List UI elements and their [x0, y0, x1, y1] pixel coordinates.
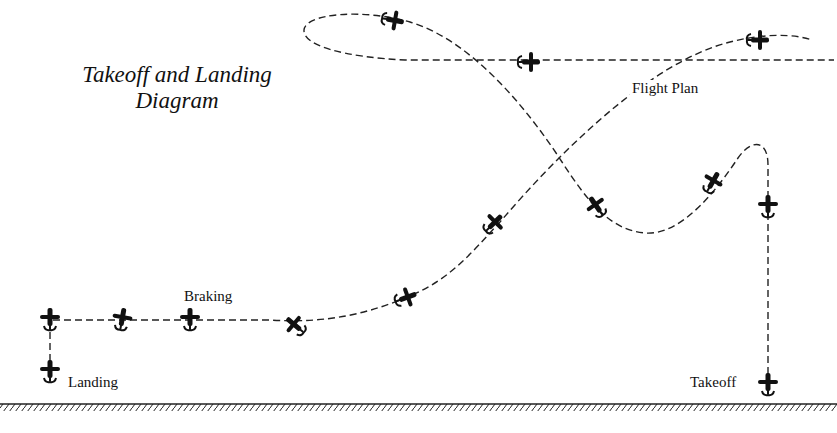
- aircraft-icon: [700, 169, 725, 196]
- path-label: Braking: [182, 288, 234, 305]
- aircraft-icon: [42, 360, 58, 382]
- path-label: Takeoff: [688, 374, 738, 391]
- aircraft-icon: [282, 312, 309, 339]
- aircraft-icon: [747, 32, 769, 48]
- ground-hatching: [0, 404, 837, 411]
- aircraft-icon: [584, 193, 610, 220]
- path-label: Landing: [66, 374, 120, 391]
- aircraft-icons: [42, 10, 776, 395]
- aircraft-icon: [42, 308, 58, 330]
- aircraft-icon: [760, 373, 776, 395]
- path-label: Flight Plan: [630, 80, 700, 97]
- aircraft-icon: [760, 195, 776, 217]
- landing-flight-path: [50, 35, 812, 372]
- ground-line: [0, 403, 837, 405]
- diagram-title: Takeoff and Landing Diagram: [65, 62, 289, 115]
- aircraft-icon: [112, 307, 132, 332]
- aircraft-icon: [518, 54, 540, 70]
- aircraft-icon: [480, 210, 507, 237]
- aircraft-icon: [182, 308, 198, 330]
- takeoff-flight-path: [304, 14, 834, 385]
- aircraft-icon: [393, 286, 419, 309]
- aircraft-icon: [381, 10, 406, 30]
